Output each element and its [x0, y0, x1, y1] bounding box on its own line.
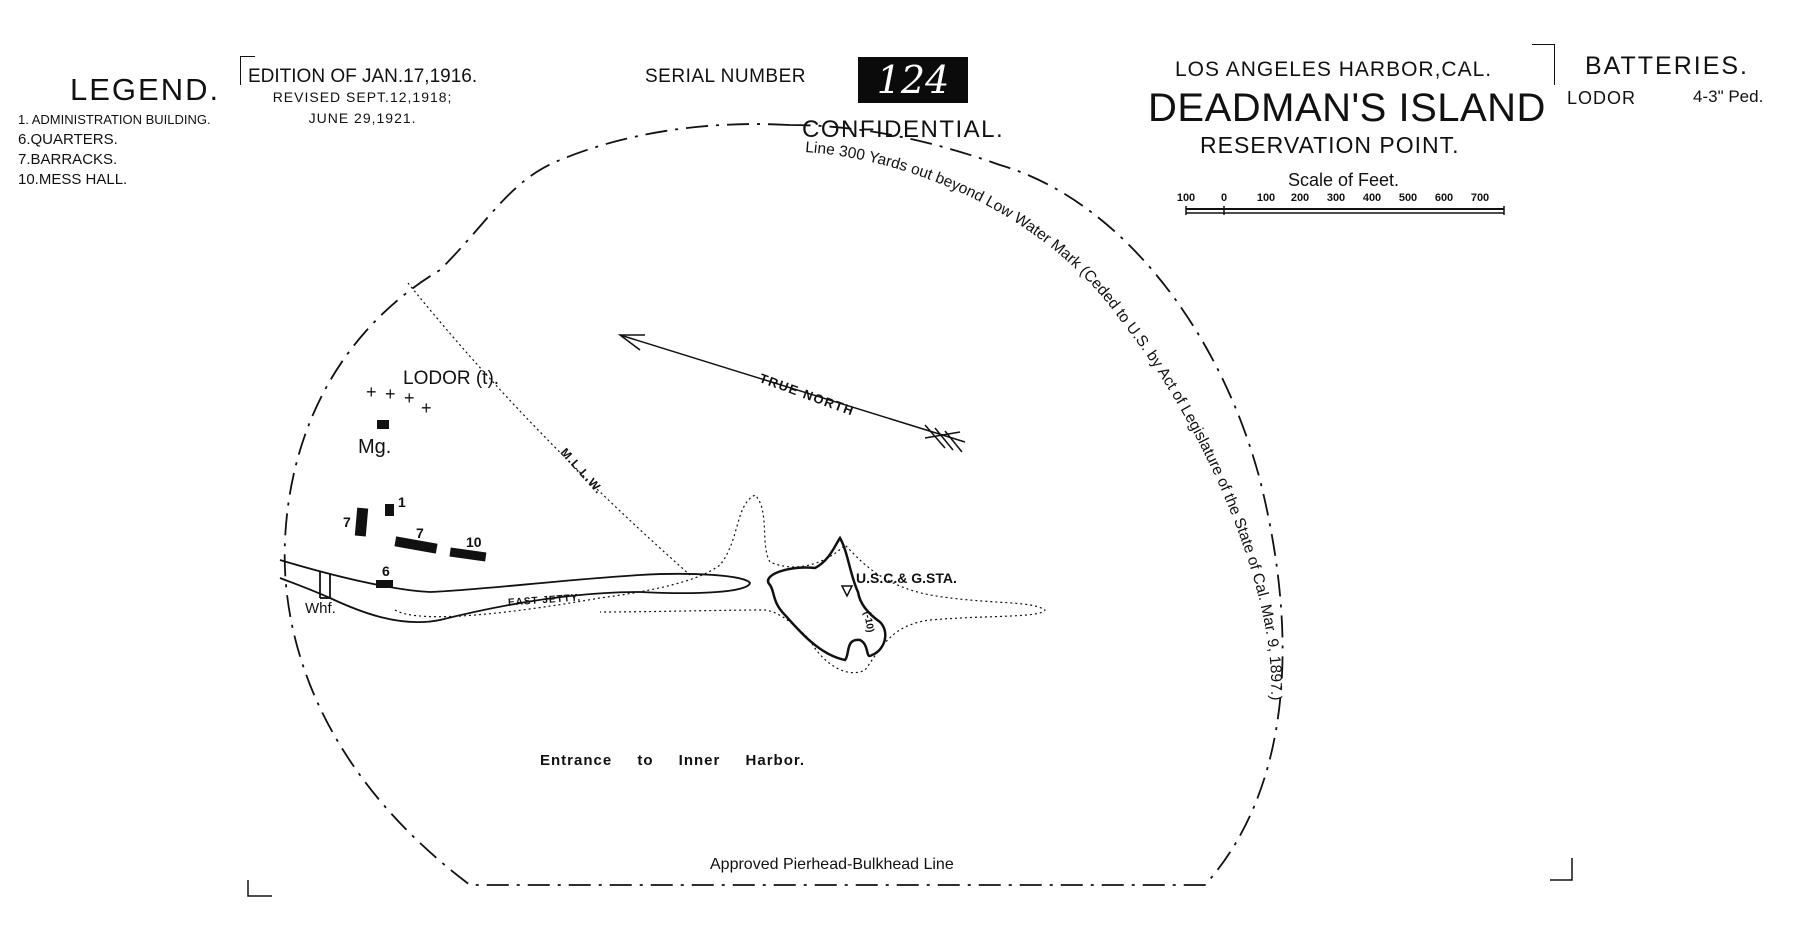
- magazine-label: Mg.: [358, 436, 392, 458]
- survey-station-label: U.S.C.& G.STA.: [856, 570, 957, 586]
- scale-tick: 600: [1434, 192, 1454, 204]
- scale-tick: 200: [1290, 192, 1310, 204]
- building-number: 7: [416, 525, 424, 541]
- mess-hall-building: [449, 547, 487, 562]
- boundary-text-path: [805, 152, 1271, 880]
- scale-tick: 300: [1326, 192, 1346, 204]
- scale-tick: 500: [1398, 192, 1418, 204]
- battery-lodor-label: LODOR (t).: [403, 368, 500, 389]
- scale-tick-labels: 100 0 100 200 300 400 500 600 700: [1174, 192, 1514, 206]
- building-number: 1: [398, 494, 406, 510]
- reservation-boundary-line: [283, 123, 1284, 886]
- barracks-building-2: [394, 536, 438, 554]
- pierhead-line-label: Approved Pierhead-Bulkhead Line: [710, 856, 954, 873]
- svg-text:+: +: [421, 398, 432, 418]
- corner-marks: [247, 858, 1573, 897]
- quarters-building: [376, 580, 393, 588]
- scale-tick: 400: [1362, 192, 1382, 204]
- building-number: 6: [382, 563, 390, 579]
- entrance-label: Entrance to Inner Harbor.: [540, 752, 806, 769]
- buildings: [354, 420, 487, 588]
- administration-building: [385, 504, 394, 516]
- magazine-building: [377, 420, 389, 429]
- serial-number: 124: [858, 57, 968, 103]
- edition-bracket: [240, 56, 255, 85]
- building-number: 10: [466, 534, 482, 550]
- legend-list: 1. ADMINISTRATION BUILDING. 6.QUARTERS. …: [18, 110, 211, 190]
- revised-date-2: JUNE 29,1921.: [308, 110, 417, 126]
- barracks-building: [354, 507, 369, 537]
- mllw-line: [407, 282, 691, 576]
- east-jetty: [279, 559, 751, 624]
- wharf-label: Whf.: [305, 600, 336, 617]
- title-bracket: [1532, 44, 1555, 85]
- true-north-arrow: [617, 334, 966, 453]
- svg-text:+: +: [385, 384, 396, 404]
- svg-text:+: +: [366, 382, 377, 402]
- legend-item-barracks: 7.BARRACKS.: [18, 151, 118, 168]
- wharf: [319, 572, 331, 599]
- edition-block: EDITION OF JAN.17,1916. REVISED SEPT.12,…: [248, 66, 477, 129]
- serial-label: SERIAL NUMBER: [645, 66, 806, 87]
- classification-label: CONFIDENTIAL.: [802, 116, 1005, 143]
- scale-tick: 100: [1256, 192, 1276, 204]
- scale-title: Scale of Feet.: [1288, 170, 1400, 190]
- legend-item-quarters: 6.QUARTERS.: [18, 131, 118, 148]
- battery-armament: 4-3" Ped.: [1693, 87, 1764, 106]
- station-marker-label: (-10): [861, 611, 876, 634]
- svg-text:+: +: [404, 388, 415, 408]
- survey-station-marker: [840, 585, 854, 598]
- scale-tick: 0: [1220, 192, 1228, 204]
- battery-emplacements: + + + +: [366, 382, 432, 418]
- deadmans-island: [766, 535, 887, 662]
- island-title: DEADMAN'S ISLAND: [1148, 86, 1546, 130]
- legend-title: LEGEND.: [70, 72, 221, 107]
- building-number: 7: [343, 514, 351, 530]
- edition-date: EDITION OF JAN.17,1916.: [248, 66, 478, 87]
- legend-item-mess-hall: 10.MESS HALL.: [18, 171, 128, 188]
- harbor-title: LOS ANGELES HARBOR,CAL.: [1175, 58, 1493, 81]
- batteries-title: BATTERIES.: [1585, 52, 1750, 80]
- revised-date: REVISED SEPT.12,1918;: [272, 89, 453, 105]
- scale-bar: [1185, 206, 1505, 215]
- boundary-text: Line 300 Yards out beyond Low Water Mark…: [805, 139, 1285, 701]
- scale-tick: 100: [1176, 192, 1196, 204]
- legend-item-administration: 1. ADMINISTRATION BUILDING.: [18, 112, 211, 127]
- battery-name: LODOR: [1567, 88, 1637, 108]
- scale-tick: 700: [1470, 192, 1490, 204]
- reservation-title: RESERVATION POINT.: [1200, 132, 1460, 158]
